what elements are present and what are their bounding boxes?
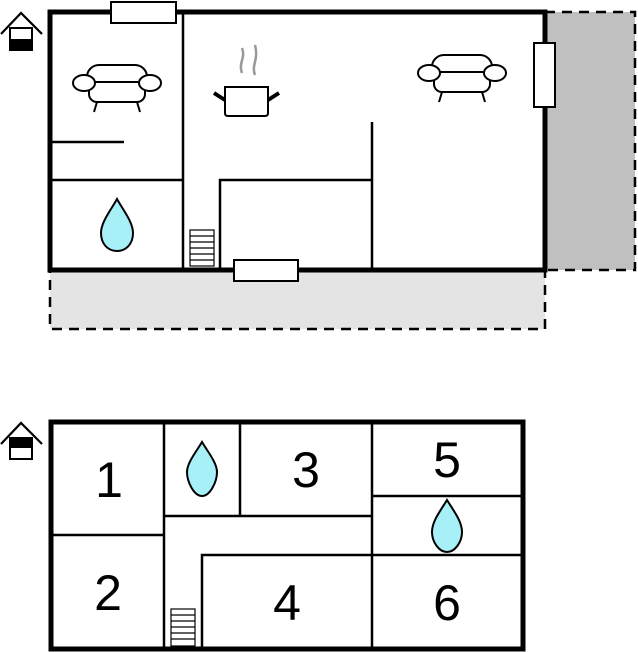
staircase-icon — [170, 608, 196, 647]
staircase-icon — [189, 229, 215, 267]
room-number-1: 1 — [95, 452, 123, 508]
water-drop-icon — [185, 440, 219, 498]
room-number-4: 4 — [273, 575, 301, 631]
window-bottom — [233, 259, 299, 282]
cooking-pot-icon — [212, 44, 281, 117]
armchair-icon — [72, 64, 162, 113]
water-drop-icon — [99, 196, 135, 253]
water-drop-icon — [430, 498, 464, 554]
room-number-6: 6 — [433, 575, 461, 631]
window-right — [533, 42, 556, 108]
house-upper-floor-icon — [0, 421, 43, 460]
room-number-5: 5 — [433, 432, 461, 488]
terrace-right — [543, 10, 637, 272]
window-top — [110, 1, 177, 24]
house-ground-floor-icon — [0, 11, 43, 51]
room-number-2: 2 — [94, 565, 122, 621]
upper-floor-interior-walls — [51, 422, 523, 649]
ground-floor-interior-walls — [52, 12, 374, 270]
armchair-icon — [417, 54, 507, 103]
room-number-3: 3 — [292, 442, 320, 498]
